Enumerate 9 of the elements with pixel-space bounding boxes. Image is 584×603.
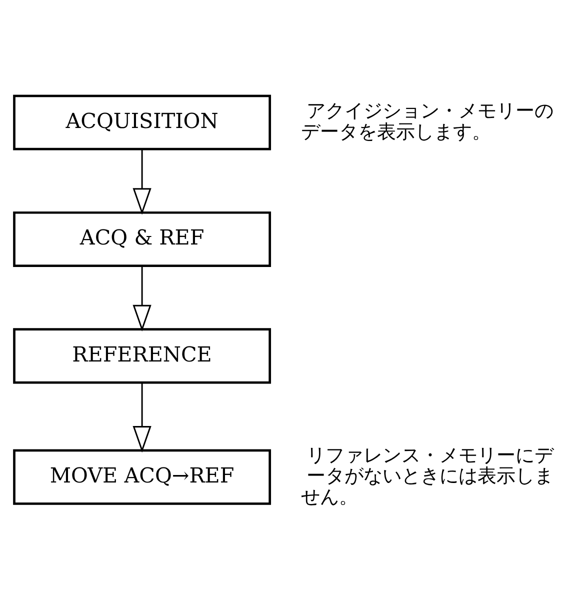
arrow (132, 382, 152, 452)
node-box: REFERENCE (13, 328, 272, 384)
node-box: ACQUISITION (13, 94, 272, 150)
node-box: ACQ & REF (13, 210, 272, 266)
arrow (132, 148, 152, 214)
arrow (132, 265, 152, 331)
node-label: アクイジション・メモリーのデータを表示します。 (300, 98, 554, 142)
node-label: リファレンス・メモリーにデータがないときには表示しません。 (300, 442, 554, 508)
node-box: MOVE ACQ→REF (13, 448, 272, 504)
